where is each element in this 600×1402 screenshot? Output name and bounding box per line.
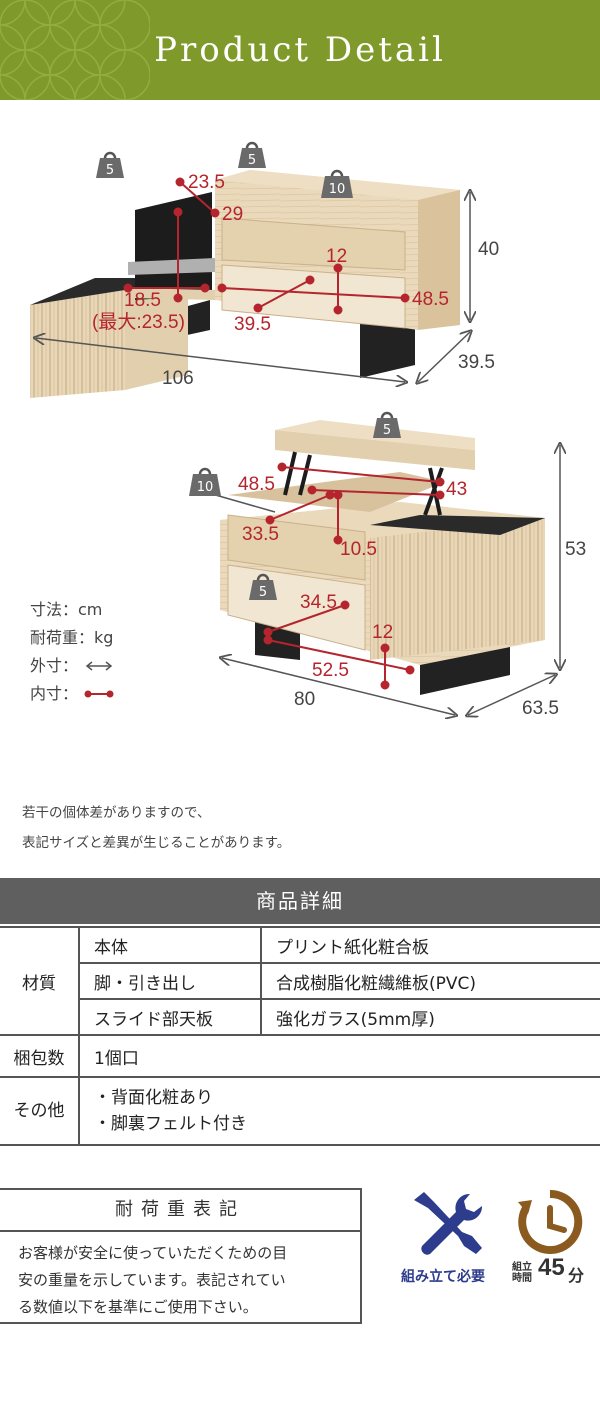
dim-label: 39.5	[234, 314, 271, 335]
spec-head-other: その他	[0, 1076, 80, 1146]
table-row: 梱包数 1個口	[0, 1034, 600, 1078]
weight-label: 10	[197, 480, 214, 495]
spec-value: プリント紙化粧合板	[260, 926, 600, 964]
spec-table: 材質 本体 プリント紙化粧合板 脚・引き出し 合成樹脂化粧繊維板(PVC) スラ…	[0, 926, 600, 1146]
spec-head-material: 材質	[0, 926, 80, 1036]
header-banner: Product Detail	[0, 0, 600, 100]
legend-size: 寸法：cm	[30, 600, 103, 619]
legend: 寸法：cm 耐荷重：kg 外寸： 内寸：	[30, 596, 114, 708]
weight-icon: 5	[238, 141, 266, 168]
weight-label: 5	[259, 585, 267, 600]
dim-label: 12	[372, 622, 393, 643]
page-title: Product Detail	[154, 30, 446, 70]
weight-label: 10	[329, 182, 346, 197]
dim-label: 18.5	[124, 290, 161, 311]
dim-label: 40	[478, 239, 499, 260]
spec-sub: スライド部天板	[78, 998, 262, 1036]
spec-title: 商品詳細	[0, 878, 600, 924]
tools-icon	[414, 1192, 483, 1255]
assembly-label: 組み立て必要	[401, 1269, 485, 1285]
weight-icon: 5	[373, 411, 401, 438]
weight-icon: 10	[321, 169, 353, 198]
header-pattern	[0, 0, 150, 100]
assembly-time: 組立 時間 45 分	[508, 1188, 592, 1288]
spec-sub: 脚・引き出し	[78, 962, 262, 1000]
table-row: スライド部天板 強化ガラス(5mm厚)	[0, 998, 600, 1036]
dim-label: 33.5	[242, 524, 279, 545]
spec-value: 1個口	[78, 1034, 600, 1078]
legend-outer: 外寸：	[30, 652, 114, 680]
table-row: 脚・引き出し 合成樹脂化粧繊維板(PVC)	[0, 962, 600, 1000]
time-number: 45	[538, 1254, 565, 1281]
time-small-label: 組立 時間	[512, 1262, 532, 1284]
load-notice-title: 耐荷重表記	[0, 1190, 360, 1232]
spec-sub: 本体	[78, 926, 262, 964]
spec-head-pack: 梱包数	[0, 1034, 80, 1078]
dim-label: 29	[222, 204, 243, 225]
top-view	[30, 170, 470, 398]
legend-inner: 内寸：	[30, 680, 114, 708]
product-diagram: 5 5 10 23.5 29 12 40 18.5 (最大:23.5) 39.5…	[30, 141, 586, 760]
dim-label: 10.5	[340, 539, 377, 560]
weight-label: 5	[248, 153, 256, 168]
spec-value: ・背面化粧あり ・脚裏フェルト付き	[78, 1076, 600, 1146]
weight-icon: 5	[96, 151, 124, 178]
timer-icon	[518, 1189, 583, 1254]
dim-label: (最大:23.5)	[92, 311, 185, 333]
load-notice-body: お客様が安全に使っていただくための目 安の重量を示しています。表記されてい る数…	[18, 1244, 288, 1316]
dim-label: 80	[294, 689, 315, 710]
weight-label: 5	[383, 423, 391, 438]
dim-label: 48.5	[412, 289, 449, 310]
load-notice: 耐荷重表記 お客様が安全に使っていただくための目 安の重量を示しています。表記さ…	[0, 1188, 362, 1324]
table-row: その他 ・背面化粧あり ・脚裏フェルト付き	[0, 1076, 600, 1146]
dim-label: 12	[326, 246, 347, 267]
weight-label: 5	[106, 163, 114, 178]
dim-label: 63.5	[522, 698, 559, 719]
time-unit: 分	[568, 1266, 585, 1285]
inner-dot-line-icon	[84, 690, 114, 698]
spec-value: 合成樹脂化粧繊維板(PVC)	[260, 962, 600, 1000]
dim-label: 106	[162, 368, 194, 389]
dim-label: 48.5	[238, 474, 275, 495]
dim-label: 53	[565, 539, 586, 560]
dim-label: 43	[446, 479, 467, 500]
weight-icon: 5	[249, 573, 277, 600]
spec-value: 強化ガラス(5mm厚)	[260, 998, 600, 1036]
dim-label: 23.5	[188, 172, 225, 193]
outer-arrow-icon	[85, 661, 113, 671]
legend-load: 耐荷重：kg	[30, 628, 114, 647]
variance-note: 若干の個体差がありますので、 表記サイズと差異が生じることがあります。	[22, 805, 291, 851]
dim-label: 34.5	[300, 592, 337, 613]
table-row: 材質 本体 プリント紙化粧合板	[0, 926, 600, 1036]
dim-label: 52.5	[312, 660, 349, 681]
bottom-view	[204, 420, 560, 715]
assembly-required: 組み立て必要	[384, 1188, 502, 1288]
dim-label: 39.5	[458, 352, 495, 373]
weight-icon: 10	[189, 467, 221, 496]
